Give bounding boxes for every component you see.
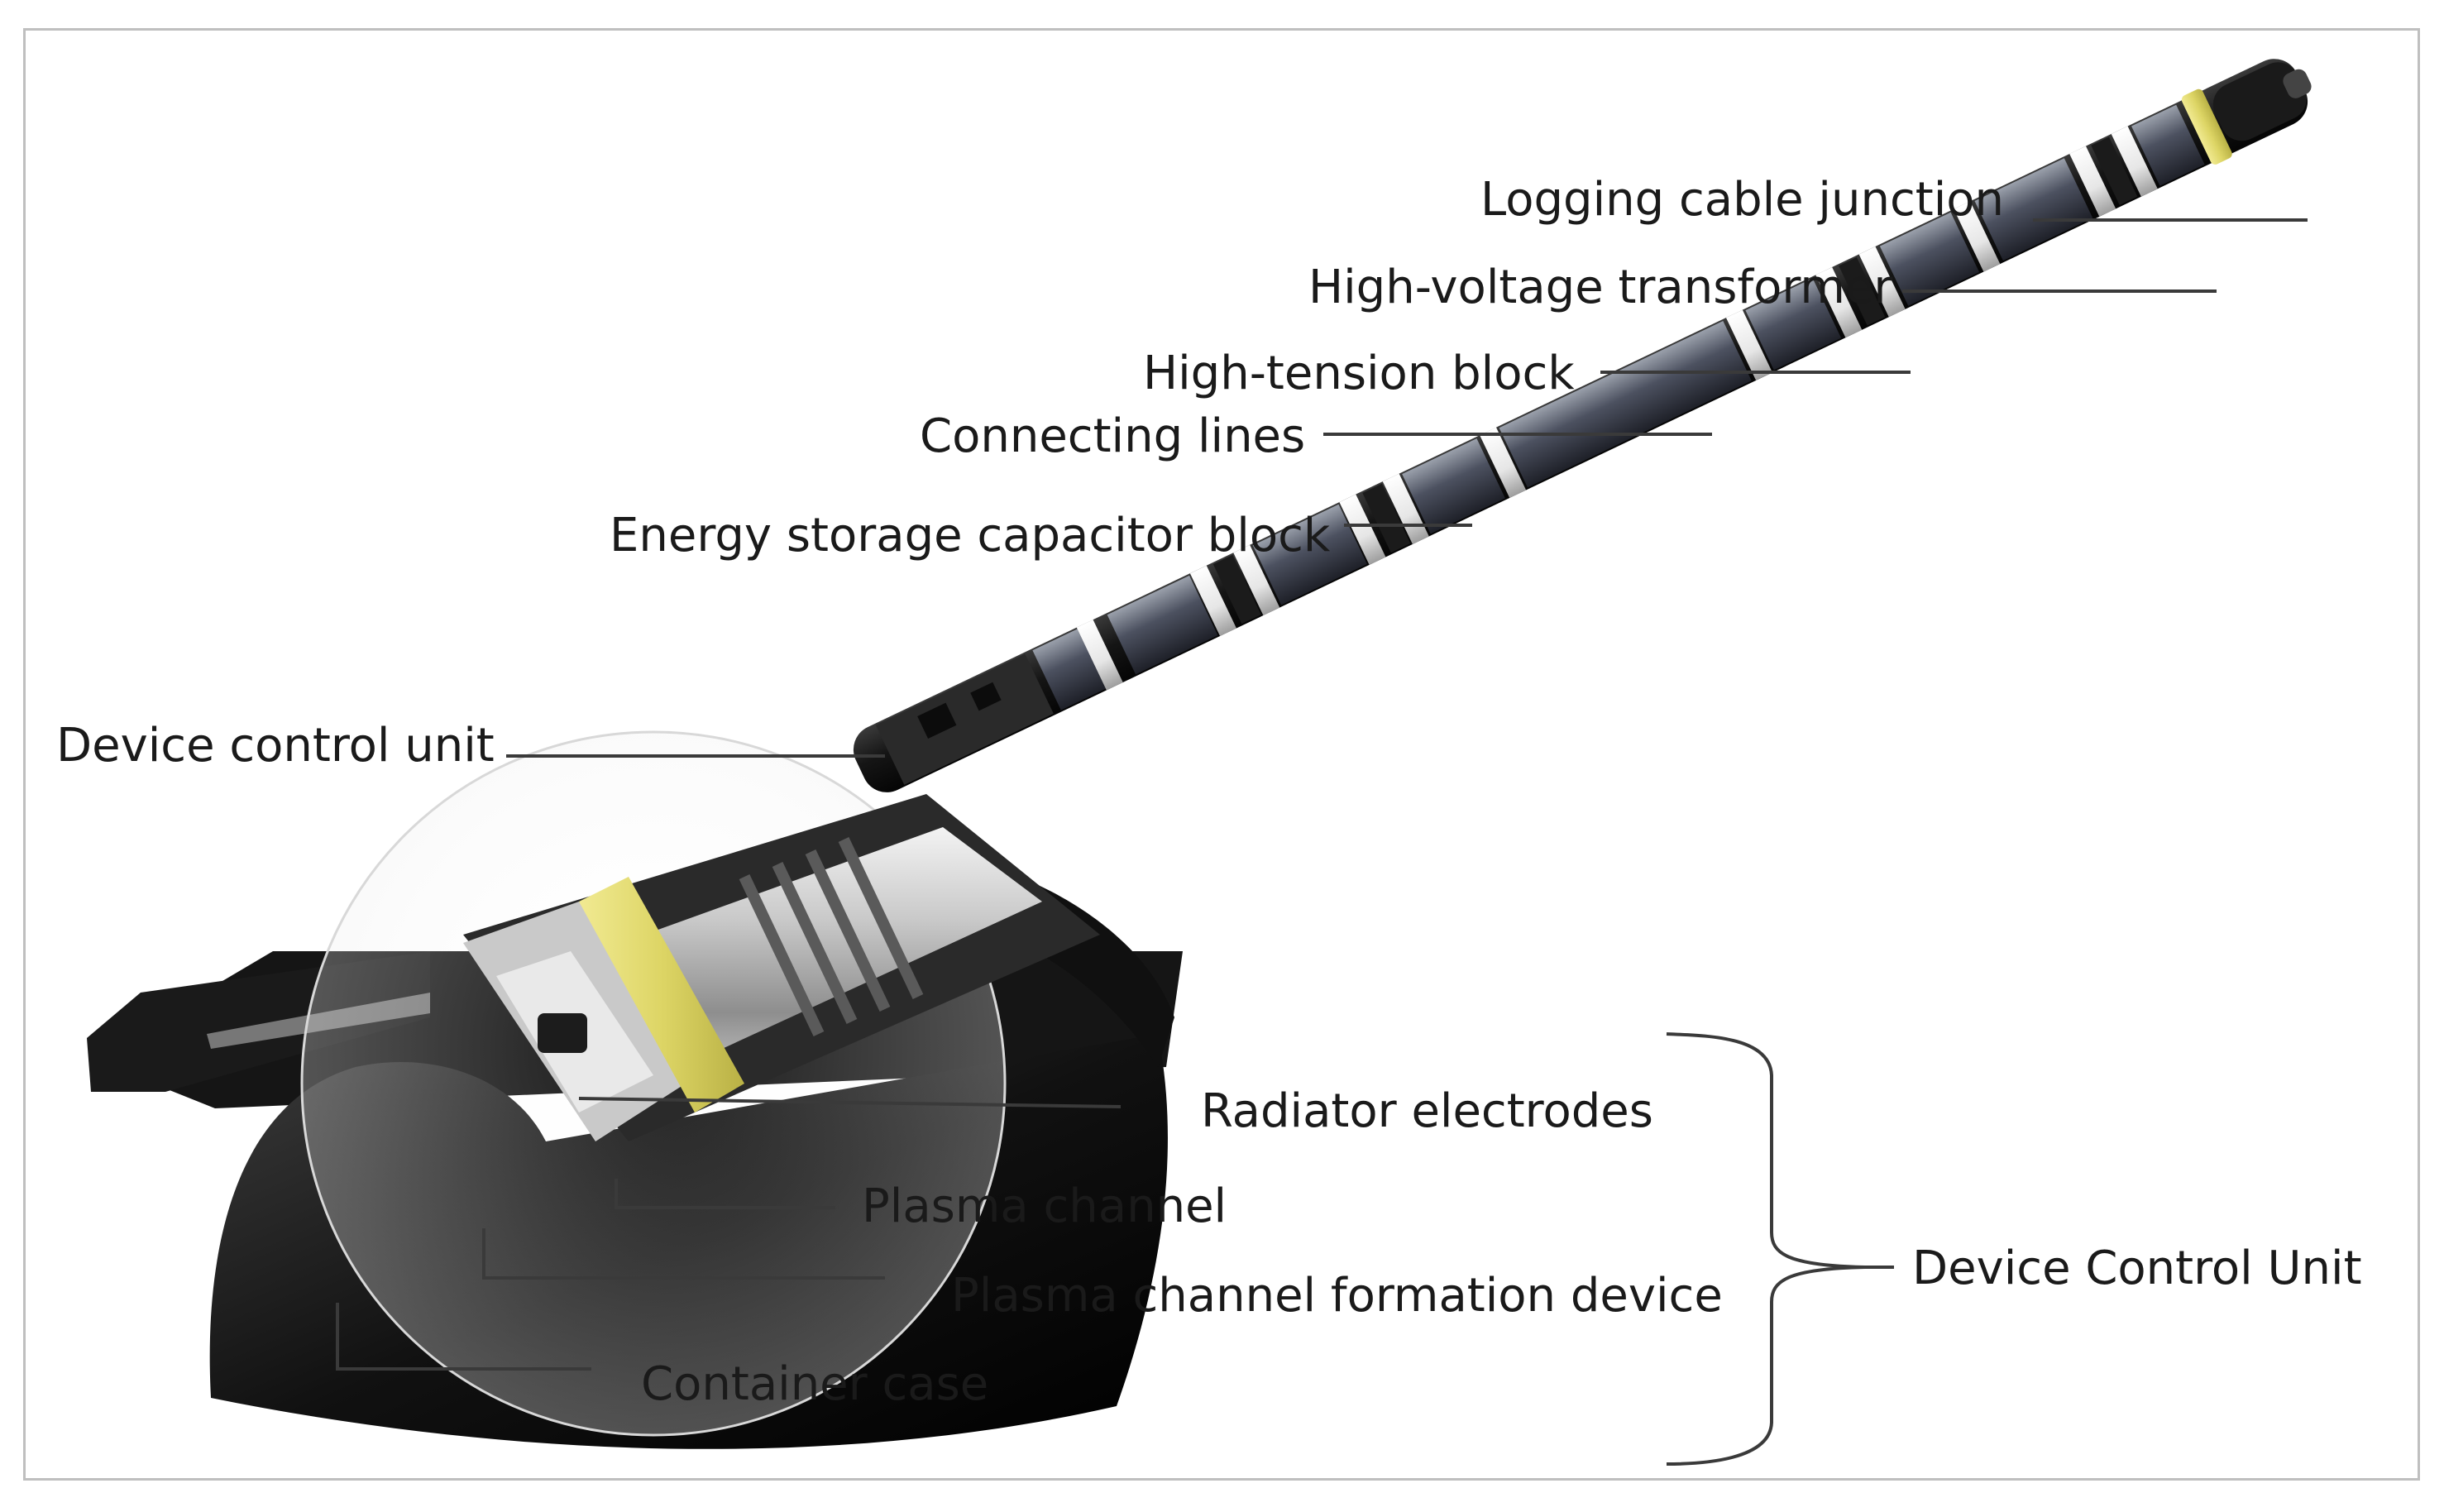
label-connecting-lines: Connecting lines — [920, 409, 1305, 463]
label-high-voltage-transformer: High-voltage transformer — [1308, 261, 1893, 314]
control-electronics — [875, 653, 1054, 785]
label-plasma-channel: Plasma channel — [862, 1179, 1227, 1233]
group-bracket — [1666, 1032, 1866, 1466]
magnified-internals — [300, 730, 1100, 1437]
label-energy-storage-capacitor-block: Energy storage capacitor block — [610, 509, 1331, 562]
yellow-insulator-ring — [579, 877, 744, 1112]
label-device-control-unit-group: Device Control Unit — [1912, 1242, 2362, 1295]
capacitor-segments — [1032, 104, 2205, 711]
label-device-control-unit: Device control unit — [56, 719, 495, 773]
label-container-case: Container case — [641, 1357, 988, 1411]
leader-lines — [336, 218, 2308, 1371]
tool-rod — [853, 59, 2312, 792]
label-plasma-channel-formation-device: Plasma channel formation device — [951, 1269, 1723, 1323]
label-high-tension-block: High-tension block — [1143, 347, 1575, 400]
electrode-block — [538, 1013, 587, 1053]
label-radiator-electrodes: Radiator electrodes — [1201, 1084, 1653, 1138]
top-yellow-ring — [2181, 89, 2232, 165]
label-logging-cable-junction: Logging cable junction — [1480, 173, 2004, 227]
